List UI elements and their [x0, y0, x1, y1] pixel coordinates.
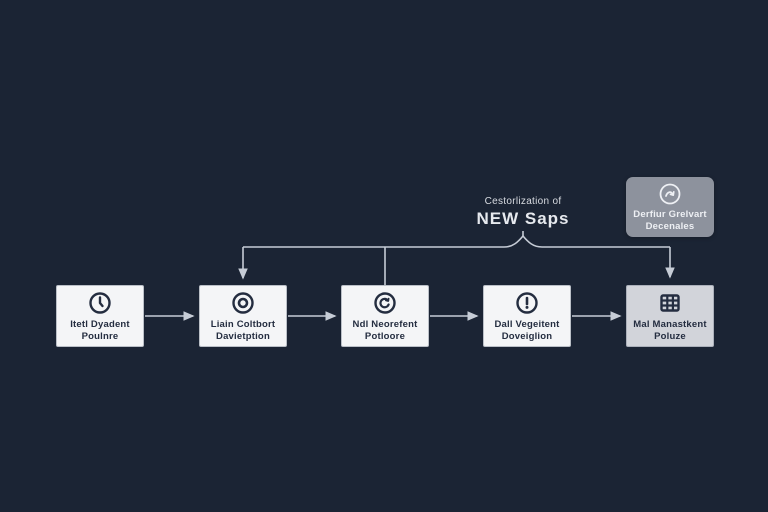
alert-icon: [514, 290, 540, 316]
branch-line: [243, 234, 670, 248]
target-icon: [230, 290, 256, 316]
node-label-line2: Potloore: [364, 330, 406, 342]
side-box-label-line1: Derfiur Grelvart: [633, 209, 707, 220]
side-box-label-line2: Decenales: [645, 220, 695, 232]
flow-node-4: Dall Vegeitent Doveiglion: [483, 285, 571, 347]
curved-arrow-icon: [658, 182, 682, 206]
flow-node-3: Ndl Neorefent Potloore: [341, 285, 429, 347]
node-label-line1: Itetl Dyadent: [70, 319, 130, 330]
side-box: Derfiur Grelvart Decenales: [626, 177, 714, 237]
grid-icon: [657, 290, 683, 316]
flow-node-2: Liain Coltbort Davietption: [199, 285, 287, 347]
annotation-title: NEW Saps: [476, 209, 570, 228]
branch-annotation: Cestorlization of NEW Saps: [448, 196, 598, 229]
clock-icon: [87, 290, 113, 316]
flow-node-1: Itetl Dyadent Poulnre: [56, 285, 144, 347]
node-label-line1: Ndl Neorefent: [352, 319, 418, 330]
node-label-line2: Poulnre: [81, 330, 119, 342]
node-label-line2: Davietption: [216, 330, 270, 342]
node-label-line1: Dall Vegeitent: [494, 319, 560, 330]
node-label-line1: Liain Coltbort: [210, 319, 276, 330]
node-label-line2: Doveiglion: [501, 330, 553, 342]
refresh-icon: [372, 290, 398, 316]
node-label-line2: Poluze: [654, 330, 686, 342]
flow-node-5: Mal Manastkent Poluze: [626, 285, 714, 347]
annotation-subtext: Cestorlization of: [484, 196, 562, 207]
node-label-line1: Mal Manastkent: [633, 319, 707, 330]
